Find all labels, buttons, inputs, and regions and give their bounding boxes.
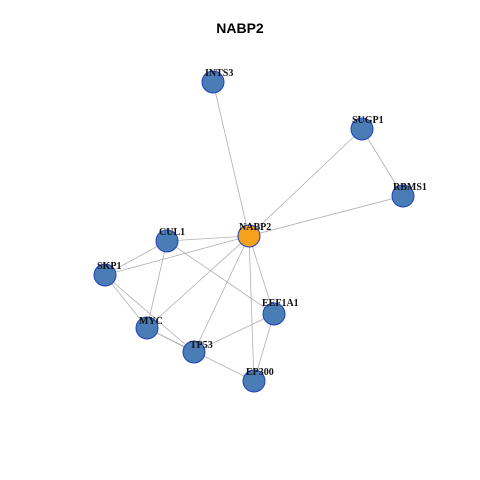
node-label-eef1a1: EEF1A1 <box>262 298 299 309</box>
edge-tp53-eef1a1 <box>193 313 275 353</box>
node-ep300 <box>242 369 266 393</box>
node-rbms1 <box>391 184 415 208</box>
node-label-sugp1: SUGP1 <box>352 115 384 126</box>
node-label-cul1: CUL1 <box>159 227 185 238</box>
node-tp53 <box>182 340 206 364</box>
edge-nabp2-skp1 <box>104 235 250 276</box>
node-label-ep300: EP300 <box>246 367 274 378</box>
node-skp1 <box>93 263 117 287</box>
node-cul1 <box>155 229 179 253</box>
edge-nabp2-eef1a1 <box>248 235 275 315</box>
edge-nabp2-tp53 <box>193 235 250 353</box>
edge-nabp2-ep300 <box>248 235 255 382</box>
edge-eef1a1-ep300 <box>253 313 275 382</box>
diagram-title: NABP2 <box>216 20 264 36</box>
node-label-ints3: INTS3 <box>205 68 233 79</box>
node-sugp1 <box>350 117 374 141</box>
node-label-skp1: SKP1 <box>97 261 121 272</box>
edge-cul1-eef1a1 <box>166 240 275 315</box>
edge-nabp2-myc <box>146 235 250 329</box>
edge-nabp2-cul1 <box>166 235 250 242</box>
edge-nabp2-ints3 <box>212 81 250 237</box>
node-nabp2 <box>237 224 261 248</box>
edge-sugp1-rbms1 <box>361 128 404 197</box>
node-label-myc: MYC <box>139 316 163 327</box>
node-eef1a1 <box>262 302 286 326</box>
node-label-nabp2: NABP2 <box>239 222 271 233</box>
node-label-tp53: TP53 <box>190 340 213 351</box>
node-layer <box>93 70 415 393</box>
node-ints3 <box>201 70 225 94</box>
node-myc <box>135 316 159 340</box>
node-label-rbms1: RBMS1 <box>393 182 427 193</box>
edge-cul1-myc <box>146 240 168 329</box>
edge-nabp2-rbms1 <box>248 195 404 237</box>
edge-cul1-skp1 <box>104 240 168 276</box>
edge-skp1-tp53 <box>104 274 195 353</box>
edge-nabp2-sugp1 <box>248 128 363 237</box>
